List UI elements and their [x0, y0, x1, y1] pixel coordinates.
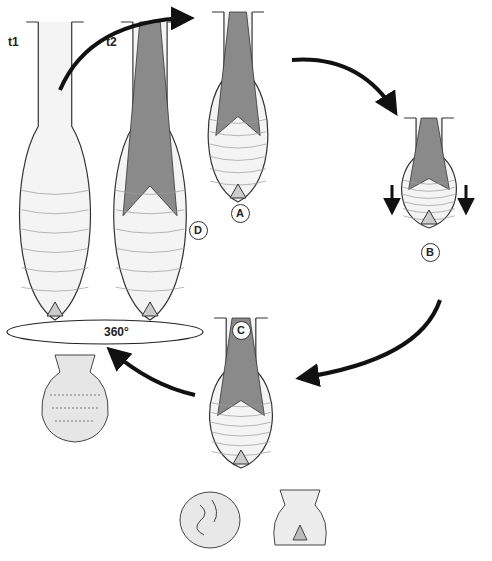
inset-follicle — [42, 355, 108, 442]
movement-arrow — [391, 185, 394, 212]
stage-circle: C — [232, 321, 251, 340]
hair-follicle — [208, 12, 268, 202]
movement-arrow — [465, 185, 468, 212]
inset-cross-section — [180, 492, 240, 548]
inset-bulb — [274, 490, 327, 545]
stage-circle: B — [421, 243, 440, 262]
stage-letter: C — [237, 325, 245, 336]
rotation-ellipse — [7, 320, 203, 344]
hair-follicle — [210, 318, 273, 468]
time-label: t2 — [106, 36, 117, 48]
stage-letter: A — [236, 208, 244, 219]
hair-follicle — [114, 22, 187, 320]
stage-circle: D — [189, 221, 208, 240]
stage-letter: D — [194, 225, 202, 236]
cycle-arrow — [300, 300, 440, 378]
hair-follicle — [20, 22, 91, 320]
cycle-arrow — [292, 60, 395, 112]
time-label: t1 — [8, 36, 19, 48]
hair-follicle — [402, 118, 457, 228]
cycle-arrow — [110, 350, 195, 395]
stage-circle: A — [231, 204, 250, 223]
angle-label: 360° — [104, 326, 129, 338]
stage-letter: B — [426, 247, 434, 258]
cycle-arrow — [60, 18, 190, 90]
